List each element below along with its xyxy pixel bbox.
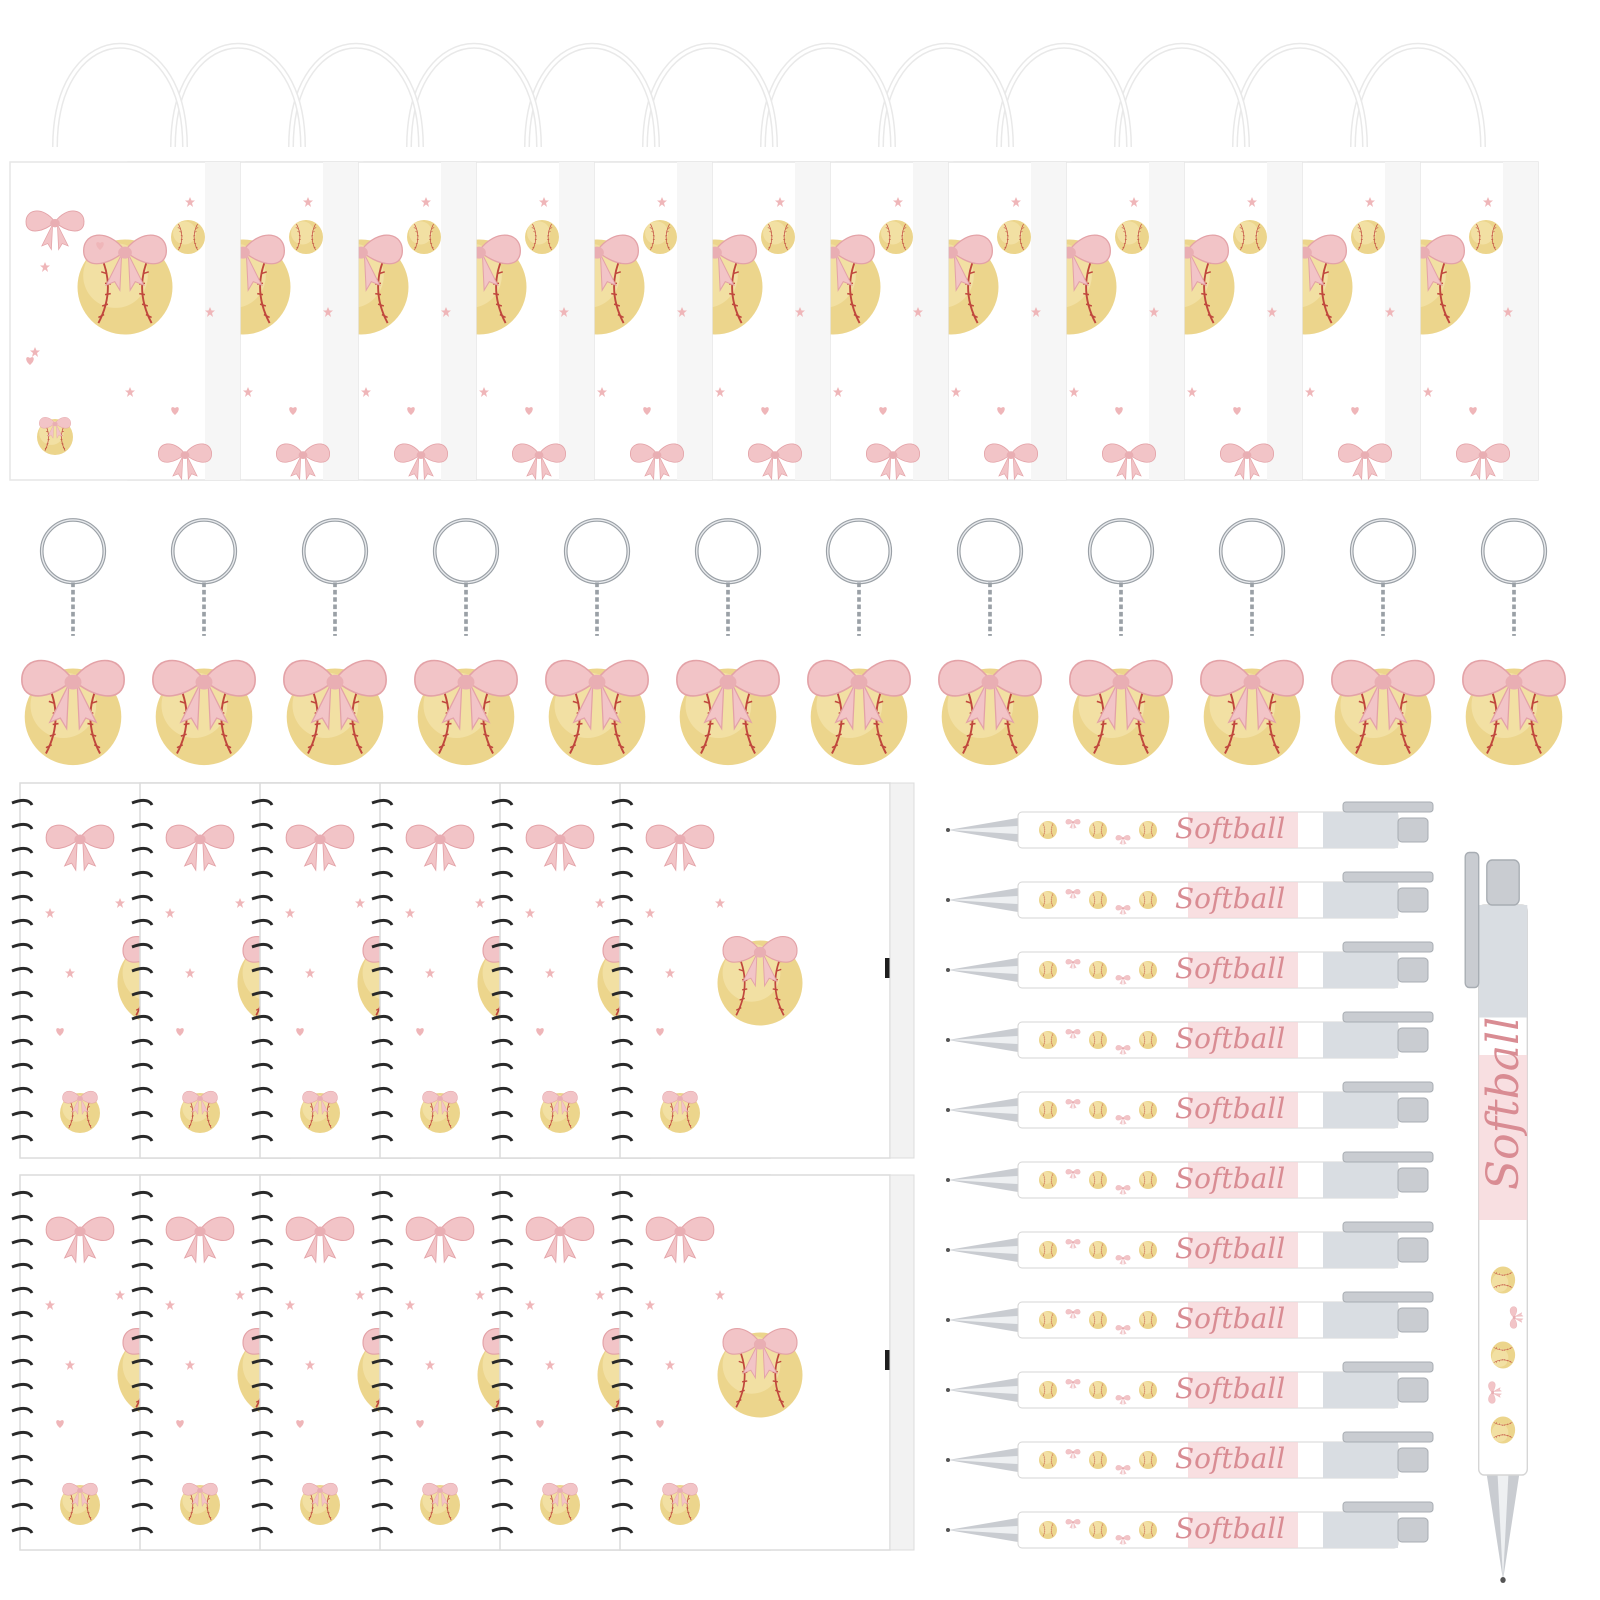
- pen-label: Softball: [1175, 1092, 1285, 1125]
- keychain: [153, 520, 255, 765]
- pen-vertical-label: Softball: [1478, 1017, 1529, 1190]
- pen-vertical-body: [1465, 853, 1527, 1584]
- pen-label: Softball: [1175, 882, 1285, 915]
- pen-label: Softball: [1175, 1302, 1285, 1335]
- keychain: [22, 520, 124, 765]
- spiral-notebook: [612, 783, 890, 1158]
- pen-label: Softball: [1175, 1162, 1285, 1195]
- keychain: [1201, 520, 1303, 765]
- pen-label: Softball: [1175, 1442, 1285, 1475]
- keychain: [808, 520, 910, 765]
- keychain: [284, 520, 386, 765]
- keychain: [677, 520, 779, 765]
- notebooks-group: [12, 782, 915, 1551]
- pen-label: Softball: [1175, 1022, 1285, 1055]
- gift-bag: [10, 46, 240, 480]
- keychains-row: [22, 520, 1565, 765]
- gift-bags-row: [10, 46, 1538, 480]
- keychain: [1332, 520, 1434, 765]
- keychain: [1463, 520, 1565, 765]
- pen-label: Softball: [1175, 812, 1285, 845]
- spiral-notebook: [612, 1175, 890, 1550]
- keychain: [415, 520, 517, 765]
- pen-label: Softball: [1175, 1372, 1285, 1405]
- pen-label: Softball: [1175, 1512, 1285, 1545]
- keychain: [546, 520, 648, 765]
- notebook-edge: [889, 782, 915, 1159]
- pens-group: SoftballSoftballSoftballSoftballSoftball…: [946, 802, 1433, 1548]
- notebook-edge: [889, 1174, 915, 1551]
- pen-vertical: Softball: [1465, 853, 1529, 1584]
- pen-label: Softball: [1175, 952, 1285, 985]
- keychain: [1070, 520, 1172, 765]
- pen-label: Softball: [1175, 1232, 1285, 1265]
- keychain: [939, 520, 1041, 765]
